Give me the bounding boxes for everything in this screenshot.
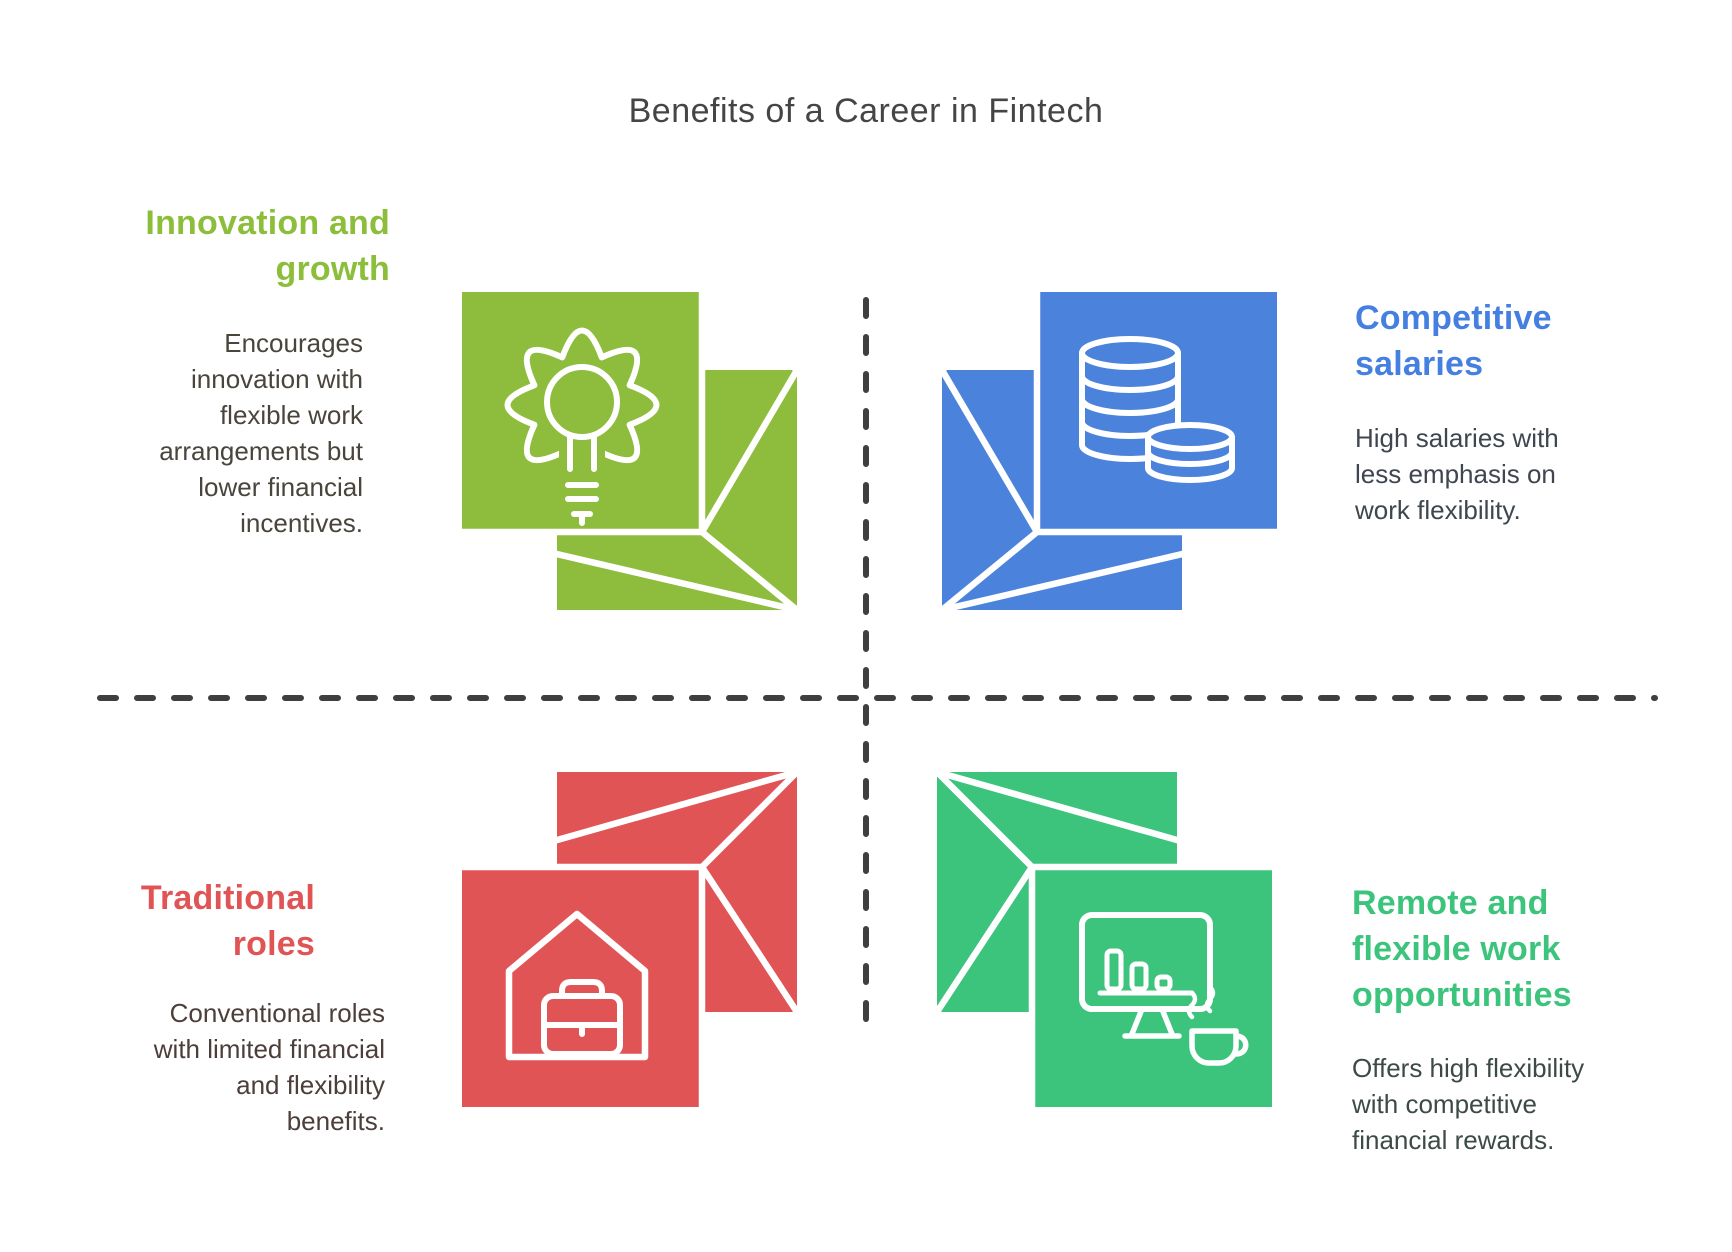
remote-heading: Remote and flexible work opportunities bbox=[1352, 884, 1572, 1014]
salaries-body: High salaries with less emphasis on work… bbox=[1355, 423, 1559, 525]
innovation-body: Encourages innovation with flexible work… bbox=[159, 328, 363, 538]
salaries-cube-graphic bbox=[939, 289, 1278, 614]
salaries-heading: Competitive salaries bbox=[1355, 299, 1552, 383]
page-title: Benefits of a Career in Fintech bbox=[628, 92, 1104, 130]
traditional-heading: Traditional roles bbox=[140, 879, 315, 963]
home-briefcase-icon bbox=[505, 910, 649, 1061]
remote-cube-graphic bbox=[934, 768, 1273, 1110]
traditional-cube-graphic bbox=[461, 768, 800, 1110]
innovation-heading: Innovation and growth bbox=[145, 204, 390, 288]
innovation-cube-graphic bbox=[461, 289, 800, 614]
traditional-body: Conventional roles with limited financia… bbox=[153, 998, 385, 1136]
coin-stacks-icon bbox=[1079, 336, 1235, 483]
cube-front-face bbox=[462, 867, 702, 1107]
gear-lightbulb-icon bbox=[504, 327, 660, 526]
monitor-chart-coffee-icon bbox=[1079, 912, 1249, 1066]
cube-front-face bbox=[1032, 867, 1272, 1107]
remote-body: Offers high flexibility with competitive… bbox=[1352, 1053, 1585, 1155]
